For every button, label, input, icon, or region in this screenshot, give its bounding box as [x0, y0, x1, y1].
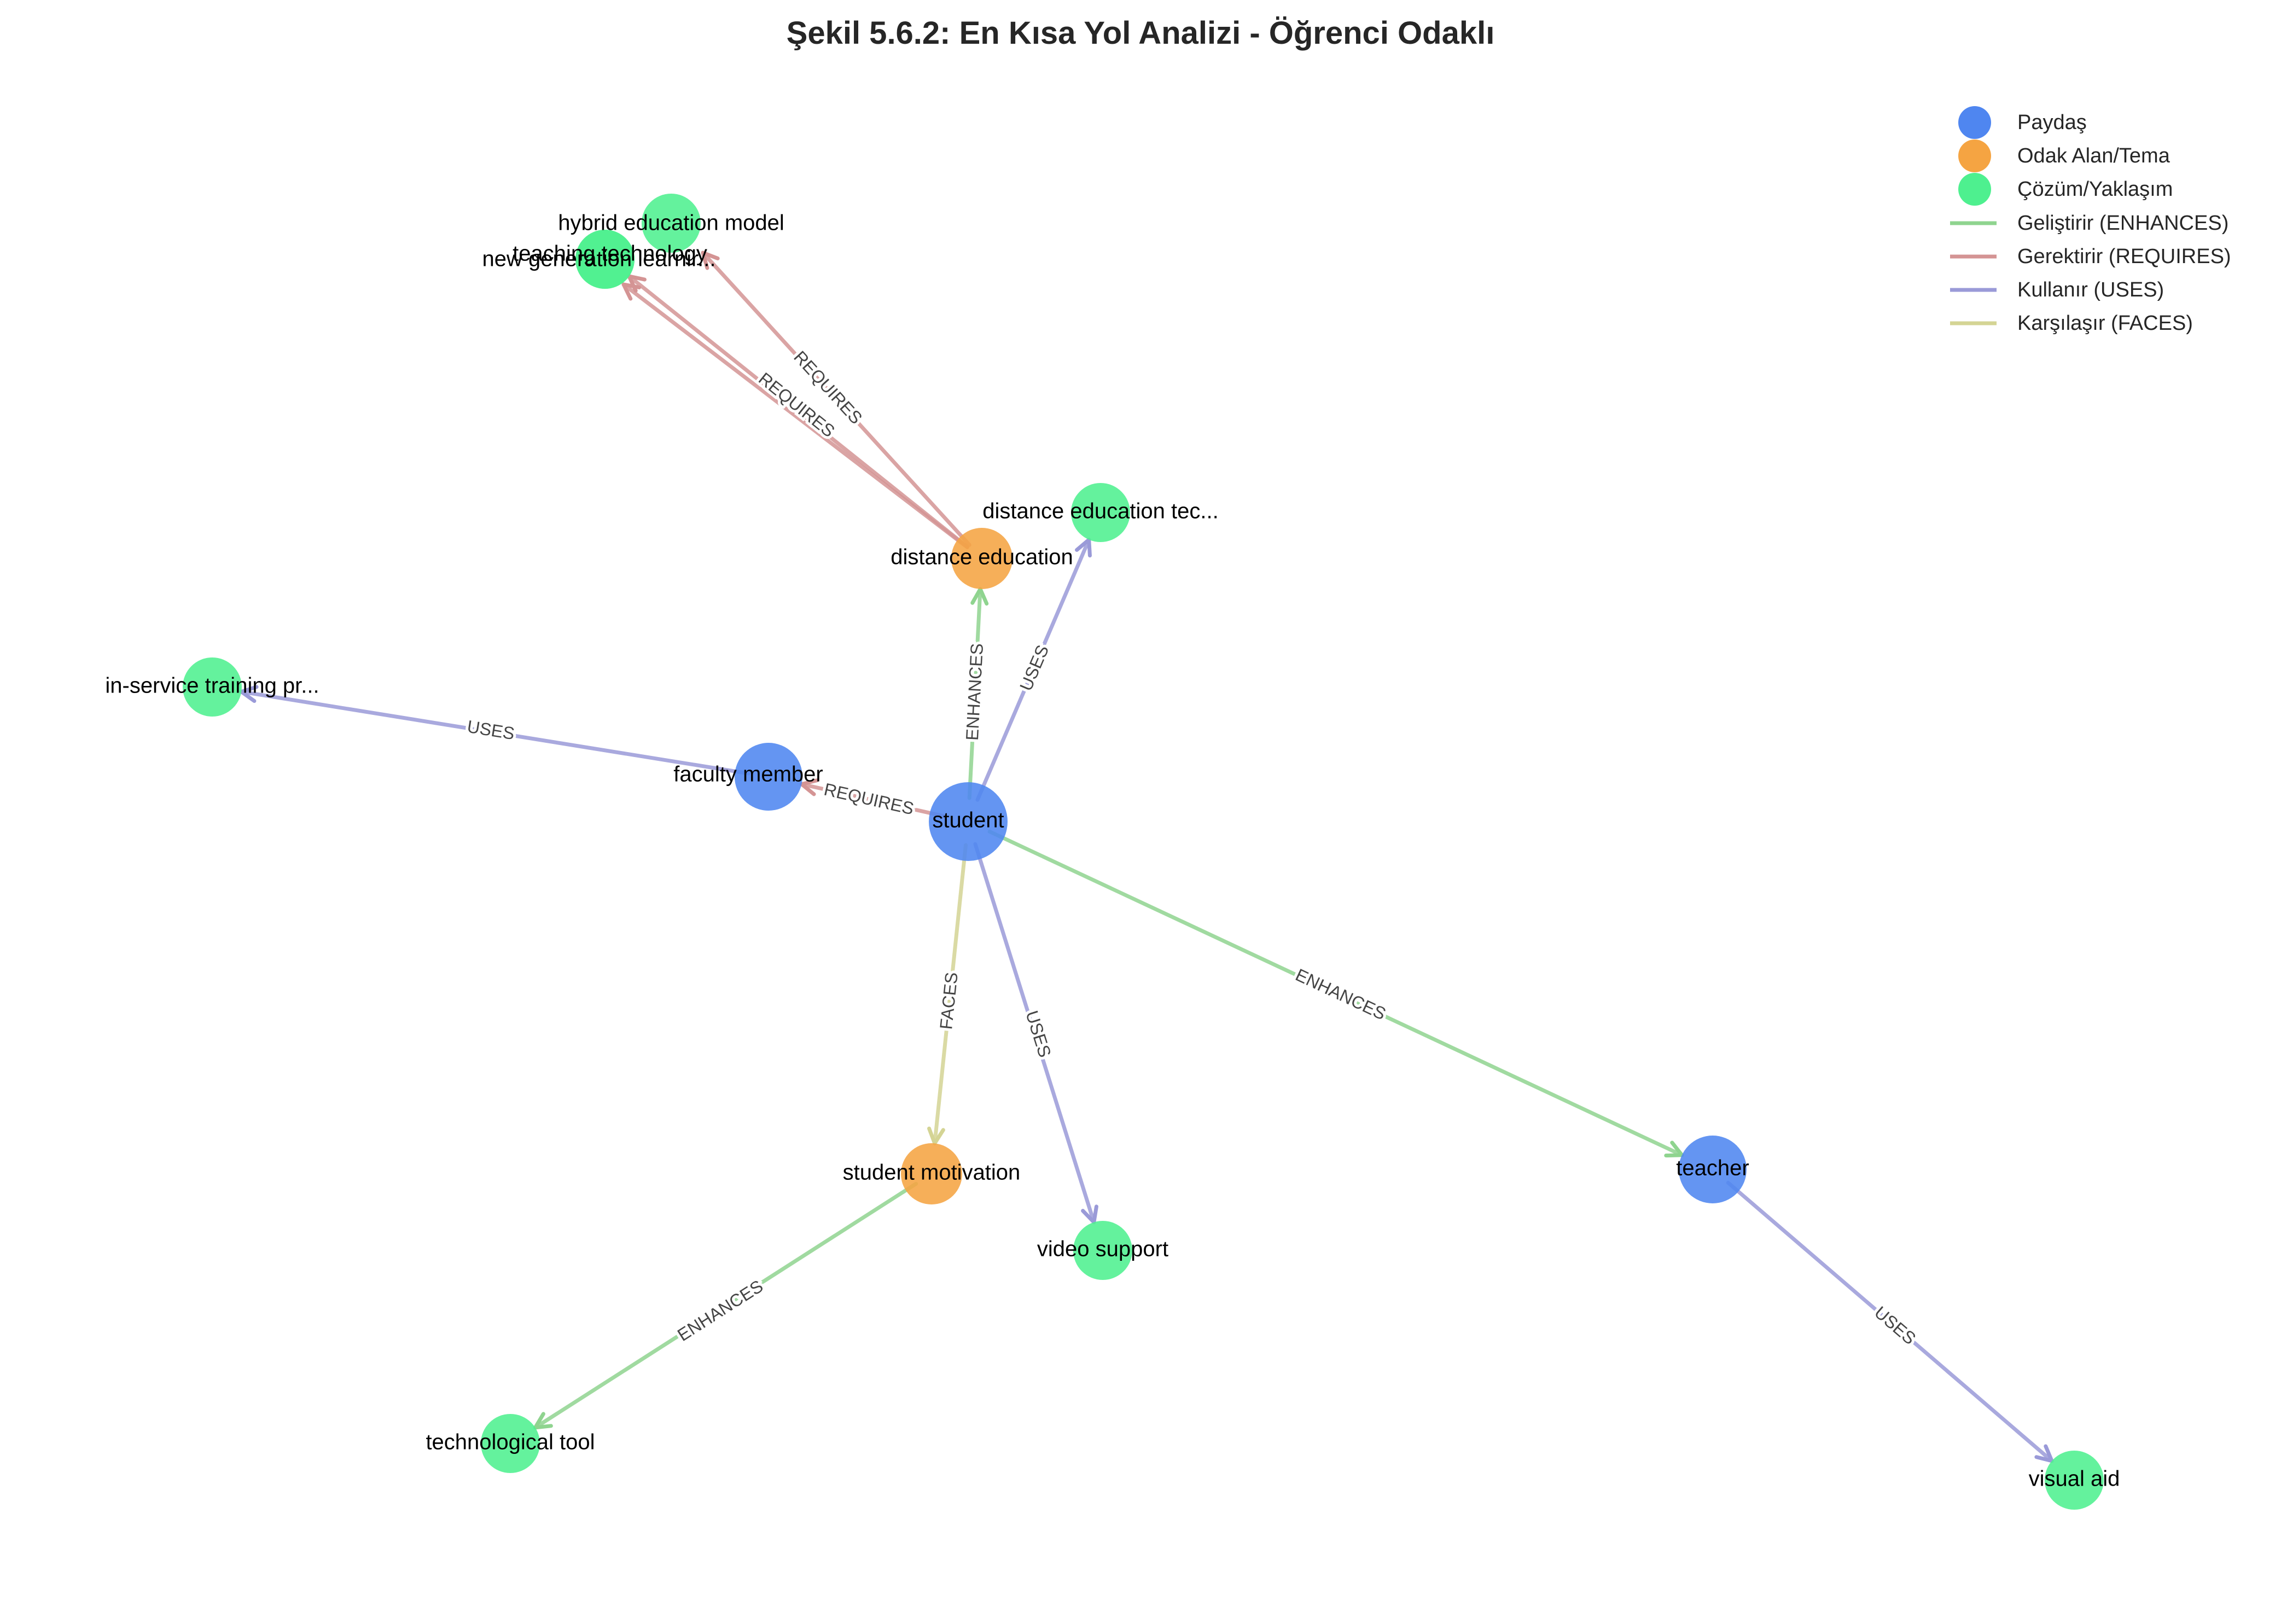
- edge-line: [239, 690, 750, 776]
- node-video-support: [1073, 1221, 1132, 1280]
- node-labels-layer: student faculty member teacher distance edu…: [105, 211, 2120, 1491]
- edge-line: [933, 843, 968, 1145]
- edge-line: [973, 842, 1096, 1224]
- legend-stakeholder-marker: [1958, 106, 1991, 139]
- edge-label-student-to-video-support: USES: [1022, 1008, 1055, 1060]
- node-label-teacher: teacher: [1676, 1156, 1749, 1180]
- node-label-in-service-training: in-service training pr...: [105, 674, 319, 698]
- edge-distance-education-to-new-generation-learning: [621, 282, 969, 550]
- node-student: [929, 782, 1008, 861]
- edge-line: [967, 587, 982, 800]
- edge-arrowhead: [970, 587, 989, 606]
- legend-enhances-label: Geliştirir (ENHANCES): [2017, 212, 2228, 235]
- edge-label-teacher-to-visual-aid: USES: [1871, 1302, 1920, 1348]
- node-distance-education-tec: [1071, 483, 1130, 542]
- legend: Paydaş Odak Alan/Tema Çözüm/Yaklaşım Gel…: [1950, 106, 2231, 335]
- edge-line: [1726, 1180, 2054, 1463]
- edge-line: [701, 251, 971, 547]
- legend-uses-label: Kullanır (USES): [2017, 278, 2164, 301]
- node-faculty-member: [735, 743, 802, 811]
- edge-distance-education-to-hybrid-education-model: [701, 251, 971, 547]
- node-student-motivation: [901, 1143, 962, 1204]
- node-label-distance-education: distance education: [891, 545, 1073, 569]
- edge-line: [627, 274, 970, 549]
- edge-label-student-to-distance-education: ENHANCES: [962, 643, 987, 741]
- node-label-distance-education-tec: distance education tec...: [982, 499, 1218, 523]
- edge-arrowhead: [701, 251, 720, 270]
- node-label-teaching-technology: teaching technology: [513, 242, 707, 266]
- node-new-generation-learning: [575, 230, 635, 289]
- node-label-new-generation-learning: new generation learnir...: [482, 247, 716, 271]
- node-visual-aid: [2045, 1451, 2104, 1510]
- node-label-student: student: [932, 808, 1004, 833]
- edge-label-faculty-member-to-in-service-training: USES: [466, 717, 516, 743]
- legend-stakeholder-label: Paydaş: [2017, 111, 2087, 134]
- node-distance-education: [951, 528, 1013, 589]
- node-label-visual-aid: visual aid: [2029, 1467, 2120, 1491]
- node-label-technological-tool: technological tool: [426, 1430, 595, 1454]
- node-label-faculty-member: faculty member: [673, 762, 823, 787]
- edge-label-student-to-faculty-member: REQUIRES: [822, 779, 916, 819]
- legend-focus-marker: [1958, 139, 1991, 172]
- edge-line: [621, 282, 969, 550]
- node-label-student-motivation: student motivation: [843, 1161, 1021, 1185]
- edge-arrowhead: [2034, 1444, 2054, 1463]
- legend-solution-label: Çözüm/Yaklaşım: [2017, 178, 2173, 201]
- node-hybrid-education-model: [642, 194, 701, 253]
- edge-line: [533, 1181, 918, 1430]
- edge-teacher-to-visual-aid: [1726, 1180, 2054, 1463]
- legend-focus-label: Odak Alan/Tema: [2017, 144, 2171, 167]
- edge-arrowhead: [1081, 1204, 1098, 1224]
- edge-label-student-motivation-to-technological-tool: ENHANCES: [674, 1276, 766, 1345]
- edges-layer: [239, 251, 2054, 1463]
- edge-arrowhead: [927, 1126, 945, 1145]
- node-teacher: [1679, 1136, 1747, 1203]
- edge-label-student-to-teacher: ENHANCES: [1293, 965, 1389, 1024]
- node-technological-tool: [481, 1414, 540, 1473]
- node-in-service-training: [183, 657, 242, 717]
- node-label-video-support: video support: [1037, 1237, 1168, 1261]
- edge-line: [799, 782, 947, 819]
- legend-solution-marker: [1958, 173, 1991, 206]
- edge-student-to-distance-education: [967, 587, 989, 800]
- legend-faces-label: Karşılaşır (FACES): [2017, 312, 2193, 335]
- edge-label-student-to-distance-education-tec: USES: [1016, 642, 1052, 694]
- edge-student-to-video-support: [973, 842, 1098, 1224]
- nodes-layer: [183, 194, 2104, 1510]
- edge-arrowhead: [621, 282, 642, 301]
- figure-title: Şekil 5.6.2: En Kısa Yol Analizi - Öğren…: [787, 15, 1495, 51]
- edge-arrowhead: [1664, 1140, 1684, 1158]
- edge-student-to-teacher: [987, 829, 1684, 1158]
- legend-requires-label: Gerektirir (REQUIRES): [2017, 245, 2231, 268]
- edge-line: [975, 538, 1091, 802]
- edge-student-to-student-motivation: [927, 843, 968, 1145]
- node-label-hybrid-education-model: hybrid education model: [558, 211, 784, 235]
- edge-label-student-to-student-motivation: FACES: [936, 971, 962, 1031]
- edge-line: [987, 829, 1684, 1157]
